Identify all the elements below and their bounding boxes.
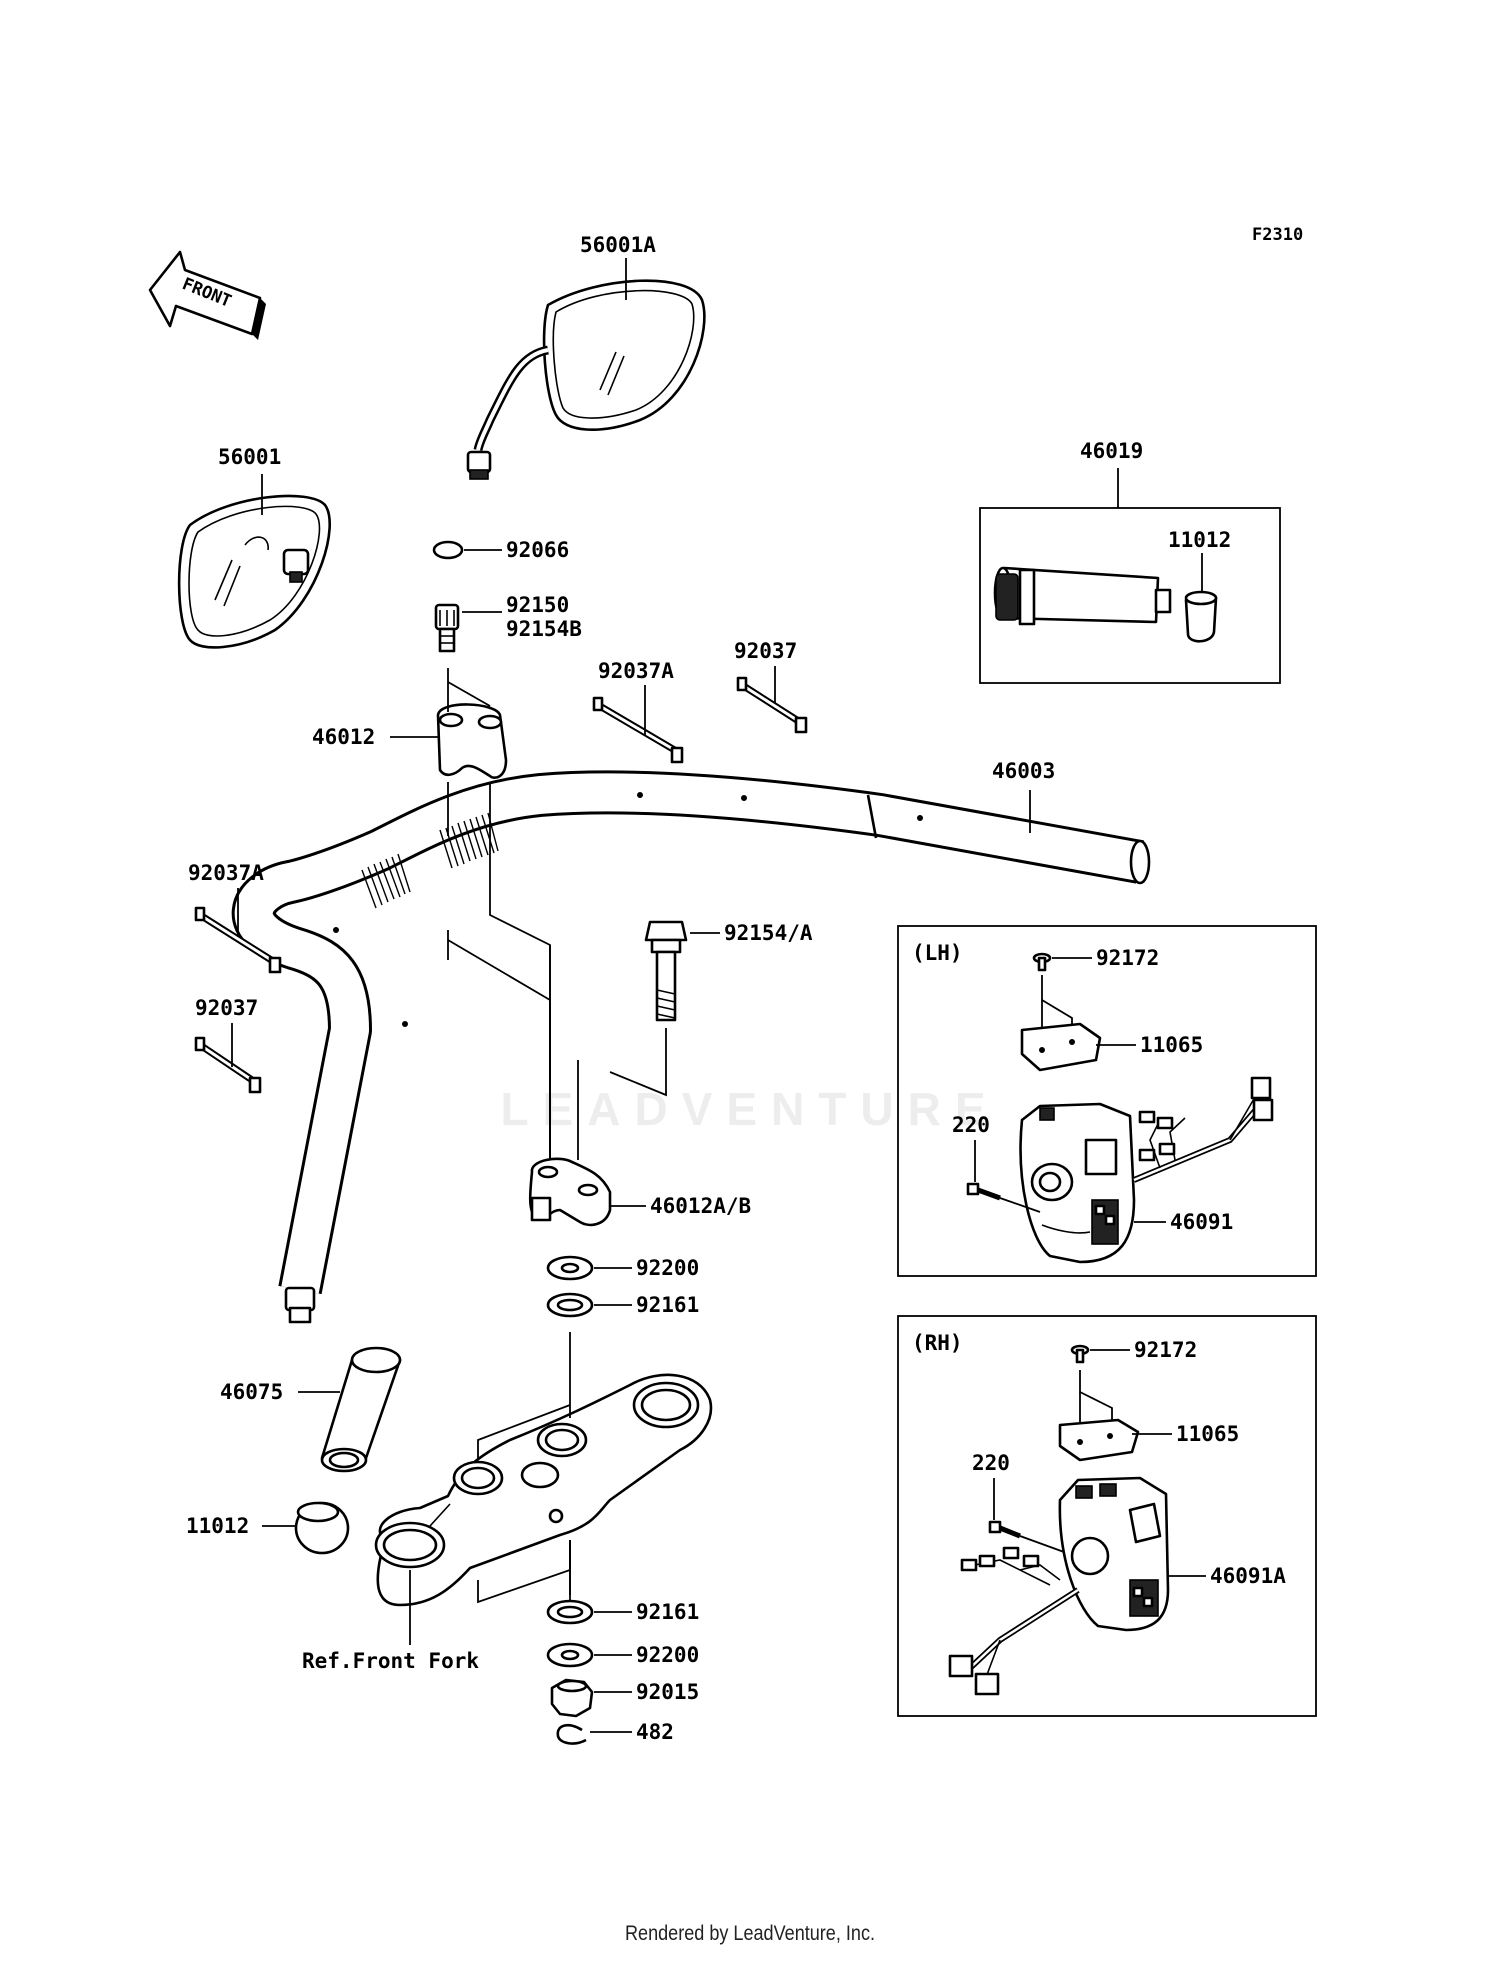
grip-46075 [320, 1346, 402, 1473]
label-11012: 11012 [186, 1514, 249, 1538]
label-46075: 46075 [220, 1380, 283, 1404]
washer-92200-top [546, 1255, 594, 1281]
label-46091a: 46091A [1210, 1564, 1286, 1588]
rh-panel-title: (RH) [912, 1331, 963, 1355]
rh-switch-panel [897, 1315, 1317, 1717]
label-92037-top: 92037 [734, 639, 797, 663]
label-56001a: 56001A [580, 233, 656, 257]
throttle-grip-kit [993, 566, 1218, 643]
ref-front-fork-note: Ref.Front Fork [302, 1649, 479, 1673]
screw-220-lh [966, 1182, 1001, 1201]
nut-92015 [550, 1678, 594, 1718]
label-11012-kit: 11012 [1168, 528, 1231, 552]
diagram-code: F2310 [1252, 225, 1303, 245]
label-92037a-left: 92037A [188, 861, 264, 885]
screw-220-rh [988, 1520, 1021, 1539]
screw-92172-lh [1032, 952, 1052, 972]
label-92172-rh: 92172 [1134, 1338, 1197, 1362]
wire-harness-rh [948, 1546, 1080, 1696]
label-92037a-top: 92037A [598, 659, 674, 683]
watermark: LEADVENTURE [500, 1083, 1000, 1135]
label-11065-lh: 11065 [1140, 1033, 1203, 1057]
clamp-band-92037-left [194, 1036, 262, 1094]
bar-end-cap-11012 [294, 1501, 350, 1555]
switch-housing-46091 [1019, 1102, 1136, 1264]
kit-box-46019 [979, 507, 1281, 684]
label-482: 482 [636, 1720, 674, 1744]
label-92150: 92150 [506, 593, 569, 617]
screw-92172-rh [1070, 1344, 1090, 1364]
label-92015: 92015 [636, 1680, 699, 1704]
label-92200-top: 92200 [636, 1256, 699, 1280]
steering-stem-bracket [374, 1373, 713, 1607]
lh-switch-panel [897, 925, 1317, 1277]
lh-panel-title: (LH) [912, 941, 963, 965]
label-220-lh: 220 [952, 1113, 990, 1137]
wire-harness-lh [1132, 1076, 1274, 1183]
handlebar-holder-46012ab [528, 1157, 612, 1227]
label-46003: 46003 [992, 759, 1055, 783]
label-46012ab: 46012A/B [650, 1194, 751, 1218]
mirror-56001 [177, 494, 331, 649]
bolt-92150 [434, 603, 460, 653]
label-92161-bottom: 92161 [636, 1600, 699, 1624]
handlebar-holder-46012 [436, 703, 508, 780]
label-92037-left: 92037 [195, 996, 258, 1020]
cap-92066 [432, 540, 464, 560]
clamp-band-92037a-top [592, 696, 684, 764]
label-92200-bottom: 92200 [636, 1643, 699, 1667]
label-92154a: 92154/A [724, 921, 813, 945]
cover-11065-rh [1058, 1418, 1140, 1462]
label-92154b: 92154B [506, 617, 582, 641]
washer-92200-bottom [546, 1642, 594, 1668]
footer-credit: Rendered by LeadVenture, Inc. [624, 1922, 876, 1945]
label-220-rh: 220 [972, 1451, 1010, 1475]
label-46091: 46091 [1170, 1210, 1233, 1234]
label-92066: 92066 [506, 538, 569, 562]
clamp-band-92037-top [736, 676, 808, 734]
label-11065-rh: 11065 [1176, 1422, 1239, 1446]
washer-92161-bottom [546, 1599, 594, 1625]
mirror-56001a [466, 279, 706, 480]
switch-housing-46091a [1058, 1476, 1170, 1632]
label-46012: 46012 [312, 725, 375, 749]
handlebar-46003 [231, 770, 1151, 1324]
label-92172-lh: 92172 [1096, 946, 1159, 970]
circlip-482 [556, 1723, 587, 1745]
front-arrow-icon: FRONT [148, 250, 266, 340]
bolt-92154a [644, 920, 688, 1022]
washer-92161-top [546, 1292, 594, 1318]
cover-11065-lh [1020, 1022, 1102, 1072]
clamp-band-92037a-left [194, 906, 282, 974]
label-56001: 56001 [218, 445, 281, 469]
label-92161-top: 92161 [636, 1293, 699, 1317]
label-46019: 46019 [1080, 439, 1143, 463]
